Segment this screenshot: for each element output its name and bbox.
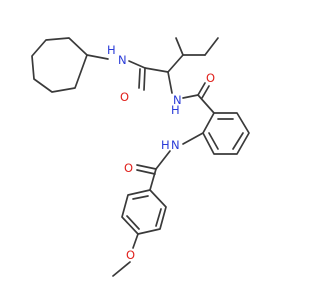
structure-canvas: H N O N H O H N O bbox=[31, 37, 250, 277]
bond-alpha-beta bbox=[167, 54, 184, 73]
bond-carbonyl-o-low-double bbox=[136, 169, 156, 175]
bond-anisoyl-ring bbox=[149, 168, 157, 191]
cycloheptyl-ring bbox=[31, 37, 88, 93]
carbonyl-o-mid-label: O bbox=[206, 71, 215, 85]
bond-beta-methyl bbox=[175, 37, 184, 56]
bond-ether-methyl bbox=[112, 261, 131, 277]
bond-ring-nh bbox=[86, 54, 109, 60]
carbonyl-o-top-label: O bbox=[120, 90, 129, 104]
methoxyphenyl-double-1 bbox=[132, 195, 149, 200]
central-ring-double-2 bbox=[232, 132, 244, 150]
bond-carbonyl-o-mid bbox=[197, 82, 206, 96]
bond-carbonyl-o-low bbox=[136, 164, 157, 170]
bond-carbonyl-o-top-double bbox=[138, 68, 141, 89]
bond-n-anisoyl bbox=[155, 150, 171, 170]
bond-n-carbonyl bbox=[128, 60, 146, 69]
methoxyphenyl-double-2 bbox=[155, 208, 162, 227]
molecule-diagram: H N O N H O H N O bbox=[31, 37, 250, 277]
amide-n-low-label: N bbox=[171, 138, 180, 152]
central-benzene-ring bbox=[202, 112, 250, 155]
amide-h-top-label: H bbox=[107, 43, 116, 57]
methoxyphenyl-double-3 bbox=[126, 215, 140, 230]
carbonyl-o-low-label: O bbox=[124, 161, 133, 175]
amide-h-low-label: H bbox=[161, 138, 170, 152]
bond-carbonyl-o-top bbox=[143, 67, 146, 91]
bond-ring-ether-o bbox=[132, 233, 139, 249]
bond-alpha-nh bbox=[167, 71, 173, 94]
central-ring-double-3 bbox=[208, 132, 219, 150]
bond-gamma-delta bbox=[204, 37, 219, 56]
ether-o-label: O bbox=[126, 248, 135, 262]
bond-n-benzoyl bbox=[182, 94, 199, 99]
methoxyphenyl-ring bbox=[121, 189, 167, 235]
bond-carbonyl-o-mid-double bbox=[201, 85, 210, 99]
bond-ring-nh-low bbox=[182, 132, 204, 145]
amide-n-mid-label: N bbox=[173, 93, 182, 107]
bond-carbonyl-alpha bbox=[144, 67, 169, 73]
cycloheptane-bonds bbox=[31, 37, 88, 93]
amide-n-top-label: N bbox=[118, 53, 127, 67]
amide-h-mid-label: H bbox=[171, 103, 180, 117]
bond-benzoyl-ring bbox=[197, 94, 215, 114]
